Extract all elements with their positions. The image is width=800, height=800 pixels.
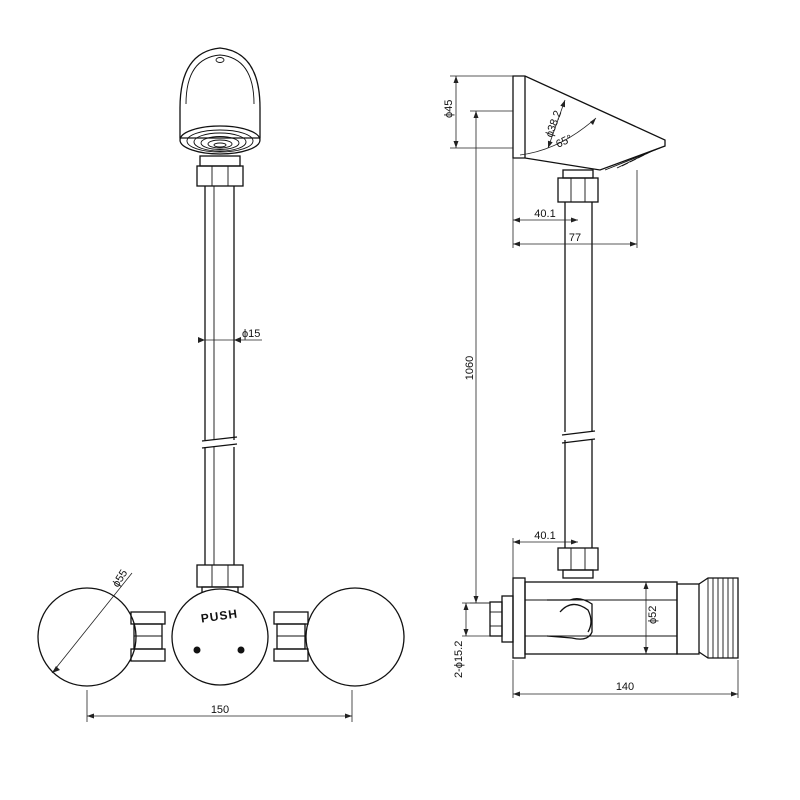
dim-handle-diameter-label: ϕ55 — [110, 568, 130, 590]
upper-nut-side — [557, 169, 599, 203]
inlet-connector-side — [489, 595, 514, 643]
shower-head-side — [512, 75, 666, 171]
valve-body-side — [512, 577, 739, 659]
right-connector-front — [273, 611, 309, 662]
dim-handle-diameter: ϕ55 — [51, 568, 133, 674]
front-view: ϕ15 PUSH — [37, 47, 405, 722]
right-handle-front — [305, 587, 405, 687]
left-handle-front — [37, 587, 137, 687]
dim-offset-top-label: 40.1 — [534, 208, 555, 220]
dim-angle-label: 65° — [554, 133, 574, 151]
upper-nut-front — [196, 155, 244, 187]
dim-height-label: 1060 — [464, 356, 476, 380]
left-connector-front — [130, 611, 166, 662]
dim-reach-label: 77 — [569, 232, 581, 244]
dim-reach: 77 — [513, 170, 638, 248]
dim-body-diameter: ϕ52 — [643, 582, 659, 654]
dim-body-diameter-label: ϕ52 — [647, 606, 659, 624]
dim-head-diameter-label: ϕ45 — [443, 100, 455, 118]
dim-pipe-diameter: ϕ15 — [198, 328, 262, 343]
dim-inlet-label: 2-ϕ15.2 — [453, 641, 465, 678]
dim-offset-bottom-label: 40.1 — [534, 530, 555, 542]
dim-inlet: 2-ϕ15.2 — [453, 602, 490, 678]
lower-nut-side — [557, 547, 599, 579]
side-view: ϕ45 ϕ38.2 65° — [443, 75, 739, 698]
dim-depth-label: 140 — [616, 681, 634, 693]
dim-height: 1060 — [464, 110, 513, 604]
push-button-front: PUSH — [171, 588, 269, 686]
dim-offset-top: 40.1 — [512, 158, 578, 248]
dim-offset-bottom: 40.1 — [512, 530, 578, 578]
dim-head-inner-label: ϕ38.2 — [544, 109, 565, 139]
dim-pipe-diameter-label: ϕ15 — [242, 328, 260, 340]
push-label: PUSH — [200, 607, 239, 626]
vertical-pipe-front — [201, 186, 238, 565]
shower-head-front — [179, 47, 261, 155]
vertical-pipe-side — [561, 202, 596, 548]
dim-head-diameter: ϕ45 — [443, 75, 513, 149]
dim-width: 150 — [86, 690, 353, 722]
dim-depth: 140 — [512, 660, 739, 698]
dim-width-label: 150 — [211, 704, 229, 716]
